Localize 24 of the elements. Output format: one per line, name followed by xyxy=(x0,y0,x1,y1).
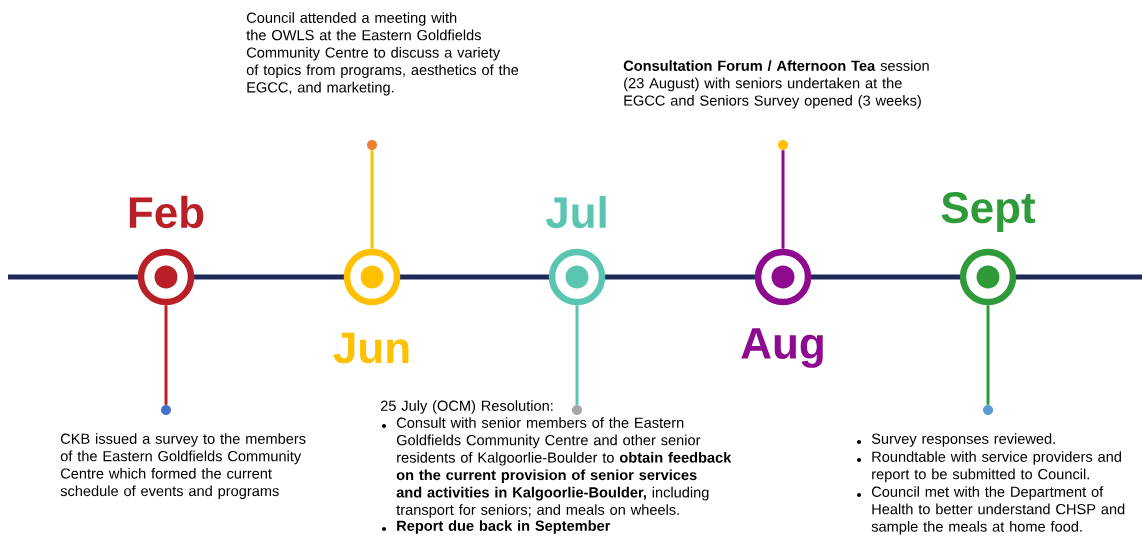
stem-line xyxy=(575,305,579,405)
milestone-marker xyxy=(548,248,606,306)
stem-line xyxy=(781,150,785,249)
bullet-item: Consult with senior members of the Eastern Goldfields Community Centre and other senior residents of Kalgoorlie-Boulder to obtain feedback on the current provision of senior services and activities in Kalgoorlie-Boulder, including transport for seniors; and meals on wheels. xyxy=(396,417,732,518)
stem-line xyxy=(986,305,990,405)
milestone-marker xyxy=(959,248,1017,306)
event-description: 25 July (OCM) Resolution: xyxy=(380,400,553,414)
bullet-item: Council met with the Department of Health to better understand CHSP and sample the meals at home food. xyxy=(871,486,1125,535)
month-label: Feb xyxy=(129,195,204,229)
event-description: CKB issued a survey to the members of the Eastern Goldfields Community Centre which formed the current schedule of events and programs xyxy=(60,433,306,499)
event-description: Consultation Forum / Afternoon Tea session (23 August) with seniors undertaken at the EGCC and Seniors Survey opened (3 weeks) xyxy=(623,60,929,109)
bullet-item: Survey responses reviewed. xyxy=(871,433,1055,447)
bullet-item: Roundtable with service providers and report to be submitted to Council. xyxy=(872,451,1121,483)
bullet-item: Report due back in September xyxy=(397,520,611,534)
milestone-marker xyxy=(137,248,195,306)
milestone-marker xyxy=(343,248,401,306)
month-label: Jul xyxy=(545,195,606,229)
month-label: Sept xyxy=(941,192,1036,232)
stem-line xyxy=(370,150,374,249)
milestone-marker xyxy=(754,248,812,306)
month-label: Aug xyxy=(741,328,823,368)
event-description: Council attended a meeting with the OWLS at the Eastern Goldfields Community Centre to discuss a variety of topics from programs, aesthetics of the EGCC, and marketing. xyxy=(246,12,519,96)
stem-line xyxy=(164,305,168,405)
month-label: Jun xyxy=(333,332,409,364)
